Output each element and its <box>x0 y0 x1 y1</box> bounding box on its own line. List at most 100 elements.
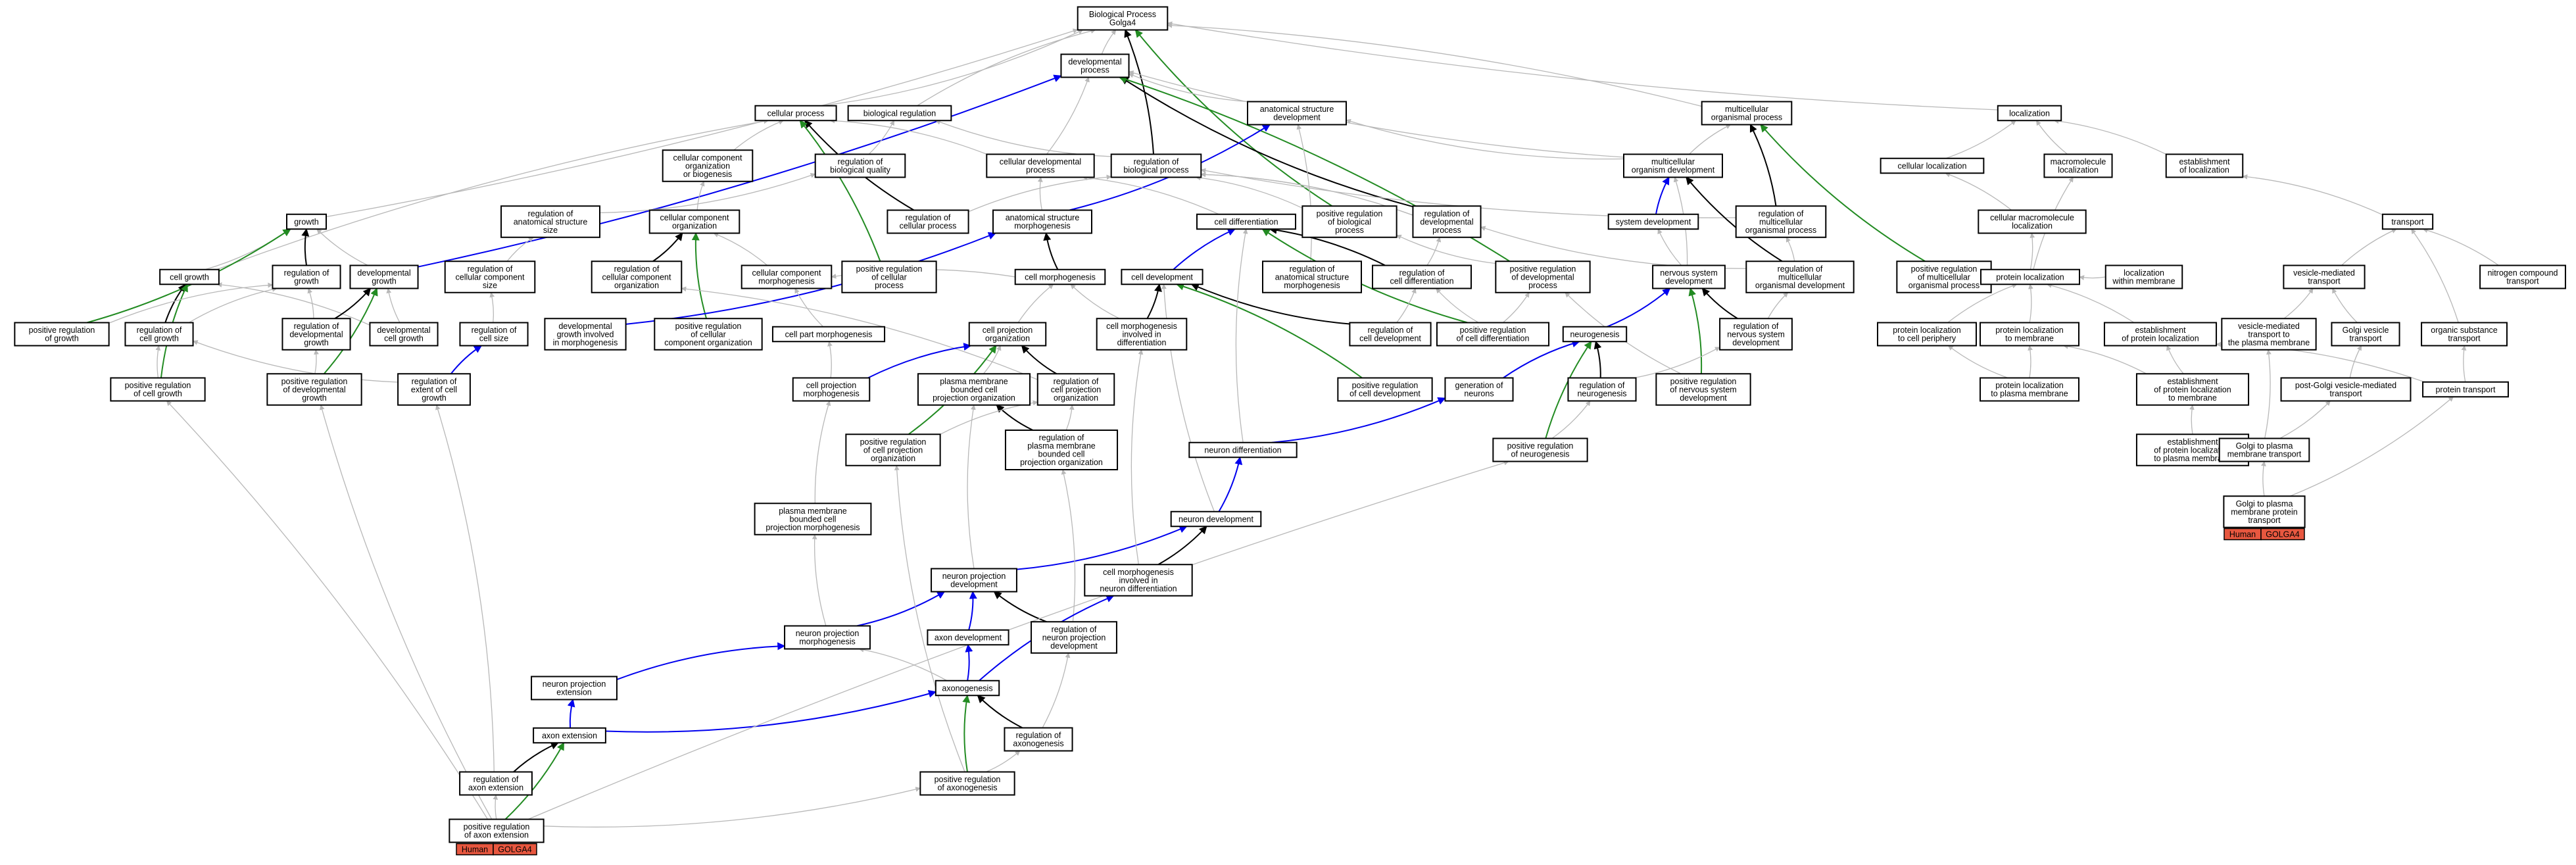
go-term-sysdev[interactable]: system development <box>1607 213 1699 230</box>
go-term-neurogenesis[interactable]: neurogenesis <box>1562 326 1628 343</box>
go-term-bioreg[interactable]: biological regulation <box>847 105 952 122</box>
go-term-loc[interactable]: localization <box>1997 105 2062 122</box>
go-term-growth[interactable]: growth <box>286 213 327 230</box>
go-term-ptransport[interactable]: protein transport <box>2422 381 2509 398</box>
go-term-celldev[interactable]: cell development <box>1121 268 1203 285</box>
go-term-axonogenesis[interactable]: axonogenesis <box>935 680 1000 697</box>
go-term-celloc[interactable]: cellular localization <box>1880 157 1985 174</box>
go-term-axondev[interactable]: axon development <box>927 629 1009 646</box>
go-term-celldiff[interactable]: cell differentiation <box>1196 213 1296 230</box>
go-term-cellgrowth[interactable]: cell growth <box>159 268 220 285</box>
go-term-neurdiff[interactable]: neuron differentiation <box>1188 441 1298 458</box>
go-term-transport[interactable]: transport <box>2381 213 2434 230</box>
go-term-protloc[interactable]: protein localization <box>1980 268 2080 285</box>
go-term-cpm[interactable]: cell part morphogenesis <box>771 326 886 343</box>
go-term-cellproc[interactable]: cellular process <box>754 105 837 122</box>
go-term-neurdev[interactable]: neuron development <box>1170 510 1262 528</box>
go-term-cellmorph[interactable]: cell morphogenesis <box>1014 268 1106 285</box>
go-term-axonext[interactable]: axon extension <box>533 727 606 744</box>
